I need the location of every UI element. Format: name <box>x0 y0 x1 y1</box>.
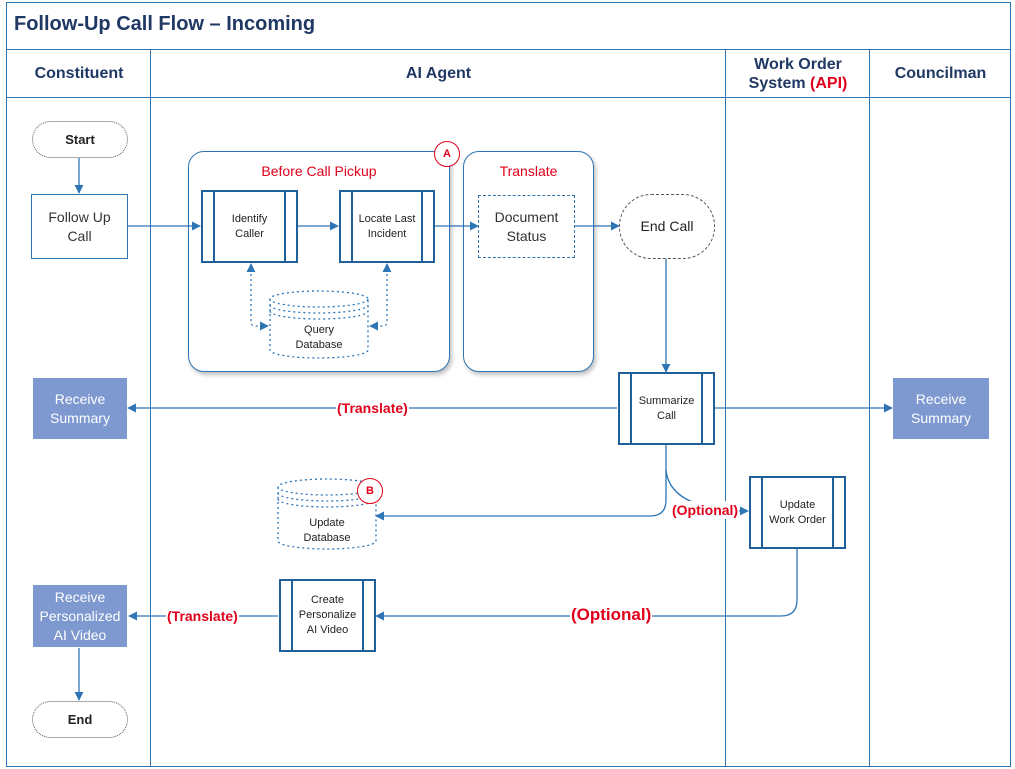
lane-header-row <box>6 49 1011 98</box>
update-database-shape <box>277 478 377 550</box>
end-call-terminator: End Call <box>619 194 715 259</box>
edge-locate-to-query-database <box>369 263 392 331</box>
badge-a: A <box>434 141 460 167</box>
edge-label-optional-update: (Optional) <box>671 501 740 519</box>
page-title: Follow-Up Call Flow – Incoming <box>14 13 316 35</box>
edge-label-translate-video: (Translate) <box>166 607 239 625</box>
lane-header-work-order-system: Work Order System (API) <box>748 55 848 92</box>
translate-group-label: Translate <box>499 163 558 179</box>
edge-label-optional-video: (Optional) <box>570 605 653 624</box>
lane-header-councilman: Councilman <box>894 65 987 82</box>
translate-group <box>463 151 594 372</box>
before-call-pickup-label: Before Call Pickup <box>261 163 377 179</box>
lane-header-ai-agent: AI Agent <box>405 65 472 82</box>
start-terminator: Start <box>32 121 128 158</box>
edge-summarize-to-update-database <box>375 445 667 521</box>
query-database-shape <box>269 290 369 359</box>
edge-label-translate-summary: (Translate) <box>336 399 409 417</box>
badge-b: B <box>357 478 383 504</box>
end-terminator: End <box>32 701 128 738</box>
edge-identify-to-query-database <box>246 263 269 331</box>
edge-workorder-to-create-video <box>375 549 798 621</box>
lane-header-constituent: Constituent <box>34 65 124 82</box>
